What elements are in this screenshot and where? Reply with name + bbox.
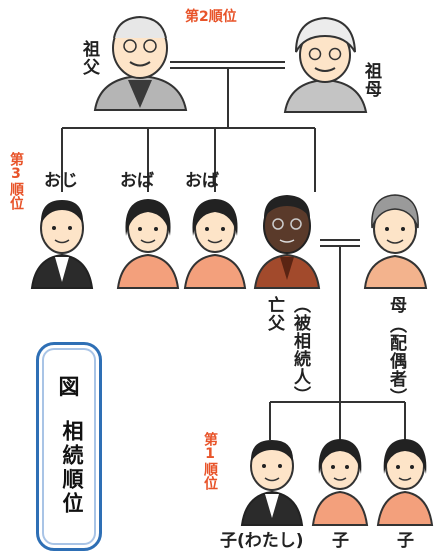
aunt1-figure: [116, 199, 180, 289]
grandfather-figure: [93, 15, 188, 111]
child3-figure: [376, 439, 434, 526]
uncle-label: おじ: [44, 171, 78, 191]
caption-box: 図 相続順位: [36, 342, 102, 551]
second-order-label: 第2順位: [185, 9, 237, 25]
father-figure: [253, 195, 321, 289]
grandparents-marriage-line: [170, 61, 285, 69]
connector-lines: [61, 61, 406, 440]
child2-label: 子: [332, 531, 349, 551]
third-order-label: 第3順位: [8, 152, 24, 210]
first-order-label: 第1順位: [202, 432, 218, 490]
father-role-label: （被相続人）: [290, 296, 310, 404]
grandfather-label: 祖父: [79, 40, 99, 76]
child3-label: 子: [397, 531, 414, 551]
grandmother-figure: [283, 16, 368, 113]
mother-figure: [363, 194, 428, 289]
caption-label: 図: [58, 375, 80, 399]
aunt2-figure: [183, 199, 247, 289]
parents-marriage-line: [320, 239, 360, 247]
aunt2-label: おば: [185, 171, 219, 191]
mother-label: 母: [386, 296, 406, 314]
grandmother-label: 祖母: [361, 62, 381, 98]
uncle-figure: [30, 200, 94, 289]
caption-title: 相続順位: [60, 420, 84, 516]
father-label: 亡父: [264, 296, 284, 332]
child-me-label: 子(わたし): [220, 531, 304, 551]
child2-figure: [311, 439, 369, 526]
aunt1-label: おば: [120, 171, 154, 191]
mother-role-label: （配偶者）: [386, 316, 406, 406]
child-me-figure: [240, 440, 304, 526]
